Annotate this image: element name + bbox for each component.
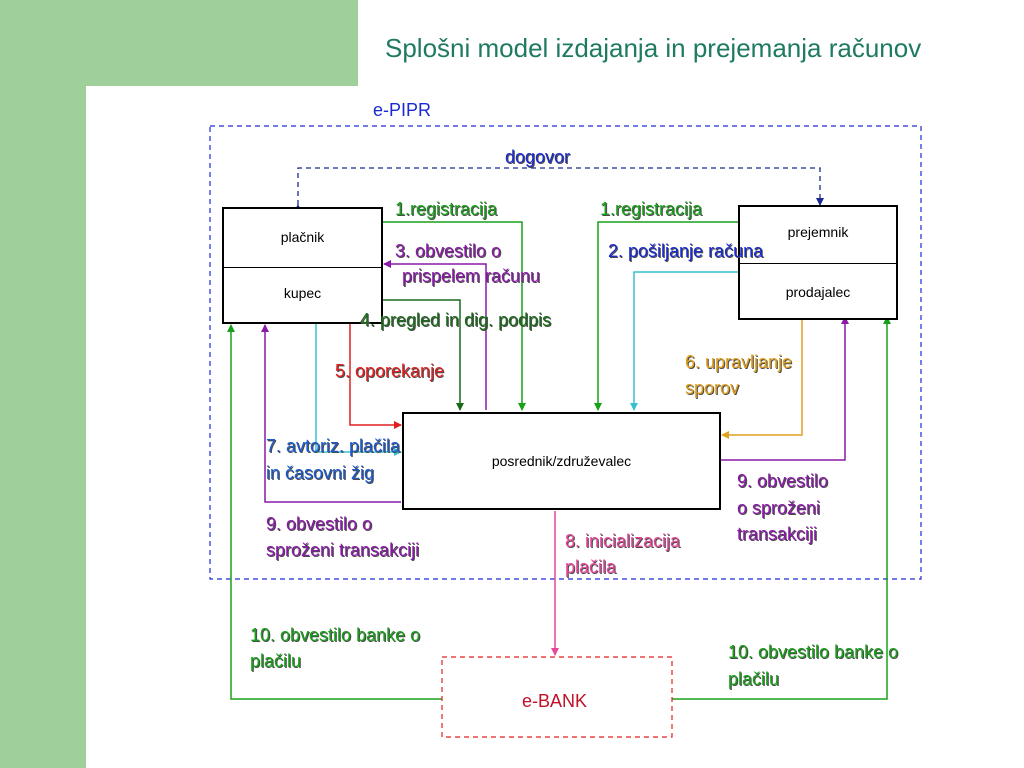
buyer-label: kupec <box>283 285 322 301</box>
step-manage-line2: sporov <box>685 378 740 398</box>
step-send-invoice: 2. pošiljanje računa <box>608 241 764 261</box>
step-bank-notify-left-line2: plačilu <box>250 651 302 671</box>
step-bank-notify-left-line1: 10. obvestilo banke o <box>250 625 421 645</box>
step-init-payment-line1: 8. inicializacija <box>565 531 681 551</box>
green-header-band <box>0 0 358 86</box>
slide-title: Splošni model izdajanja in prejemanja ra… <box>385 33 922 63</box>
step-registration-right: 1.registracija <box>600 199 703 219</box>
intermediary-label: posrednik/združevalec <box>491 453 632 469</box>
step-transaction-right-line3: transakciji <box>737 524 818 544</box>
arrow-bank-notify-right <box>672 316 891 700</box>
step-transaction-left-line1: 9. obvestilo o <box>266 514 373 534</box>
step-transaction-left-line2: sproženi transakciji <box>266 540 420 560</box>
step-init-payment-line2: plačila <box>565 557 617 577</box>
payer-node: plačnik kupec <box>222 207 383 324</box>
payer-divider <box>224 267 381 268</box>
arrow-transaction-notify-right <box>720 316 849 461</box>
arrow-authorize <box>315 323 402 456</box>
agreement-arrow <box>294 167 824 212</box>
step-manage-line1: 6. upravljanje <box>685 352 793 372</box>
arrow-notify-received <box>383 260 487 410</box>
e-pipr-frame <box>209 125 922 580</box>
step-notify-line1: 3. obvestilo o <box>395 241 502 261</box>
e-pipr-label: e-PIPR <box>373 100 432 120</box>
arrow-manage-disputes <box>721 310 806 439</box>
step-review-sign: 4. pregled in dig. podpis <box>360 310 552 330</box>
recipient-node: prejemnik prodajalec <box>738 205 898 320</box>
arrow-registration-right <box>594 221 738 411</box>
step-bank-notify-right-line2: plačilu <box>728 669 780 689</box>
step-bank-notify-right-line1: 10. obvestilo banke o <box>728 642 899 662</box>
e-bank-label: e-BANK <box>522 691 588 711</box>
e-bank-box <box>441 656 673 738</box>
step-authorize-line2: in časovni žig <box>266 463 375 483</box>
recipient-label: prejemnik <box>787 224 849 240</box>
step-notify-line2: prispelem računu <box>402 266 541 286</box>
green-sidebar <box>0 0 86 768</box>
intermediary-node: posrednik/združevalec <box>402 412 721 510</box>
step-transaction-right-line1: 9. obvestilo <box>737 471 829 491</box>
arrow-send-invoice <box>630 271 738 411</box>
step-transaction-right-line2: o sproženi <box>737 498 821 518</box>
agreement-label: dogovor <box>505 147 571 167</box>
arrow-review-sign <box>382 299 464 411</box>
step-dispute: 5. oporekanje <box>335 361 445 381</box>
payer-label: plačnik <box>280 229 325 245</box>
arrow-transaction-notify-left <box>261 324 401 503</box>
arrow-registration-left <box>382 221 526 411</box>
step-registration-left: 1.registracija <box>395 199 498 219</box>
arrow-dispute <box>349 323 402 429</box>
arrow-bank-notify-left <box>227 324 442 700</box>
seller-label: prodajalec <box>785 284 851 300</box>
recipient-divider <box>740 263 896 264</box>
step-authorize-line1: 7. avtoriz. plačila <box>266 436 401 456</box>
